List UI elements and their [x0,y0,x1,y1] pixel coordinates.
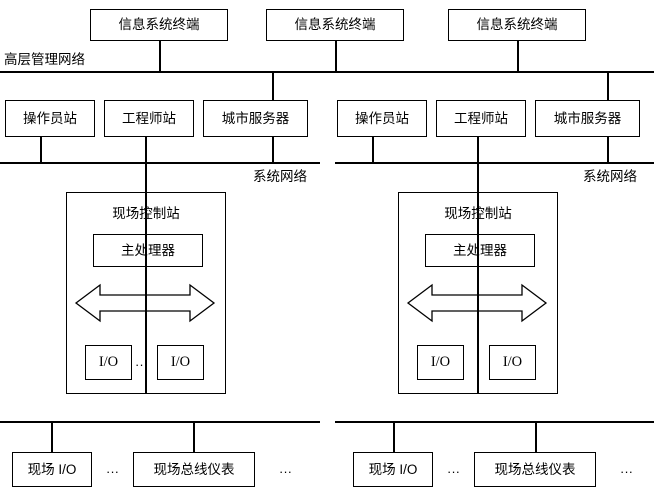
left-field-bus [0,421,320,423]
right-field-io[interactable]: 现场 I/O [353,452,433,487]
left-system-network-bus [0,162,320,164]
left-control-station-uplink [145,162,147,394]
left-fieldbus-instrument-drop-line [193,422,195,452]
right-io-module-2[interactable]: I/O [489,345,536,380]
right-engineer-station-drop-line [477,137,479,163]
terminal-3-drop-line [517,41,519,73]
left-field-io-drop-line [51,422,53,452]
management-network-bus [0,71,654,73]
right-system-network-bus [335,162,654,164]
info-system-terminal-3[interactable]: 信息系统终端 [448,9,586,41]
left-main-processor[interactable]: 主处理器 [93,234,203,267]
left-engineer-station[interactable]: 工程师站 [104,100,194,137]
right-operator-station-drop-line [372,137,374,163]
right-engineer-station[interactable]: 工程师站 [436,100,526,137]
left-io-module-1[interactable]: I/O [85,345,132,380]
terminal-2-drop-line [335,41,337,73]
left-city-server-drop-line [272,137,274,163]
left-operator-station-drop-line [40,137,42,163]
info-system-terminal-2[interactable]: 信息系统终端 [266,9,404,41]
left-system-network-label: 系统网络 [253,169,307,184]
right-control-station-uplink [477,162,479,394]
right-fieldbus-instrument[interactable]: 现场总线仪表 [474,452,596,487]
right-field-bus [335,421,654,423]
right-fieldbus-instrument-drop-line [535,422,537,452]
left-io-module-2[interactable]: I/O [157,345,204,380]
management-network-label: 高层管理网络 [4,52,85,67]
left-field-io[interactable]: 现场 I/O [12,452,92,487]
left-field-ellipsis-2: ··· [279,464,292,479]
right-field-ellipsis-2: ··· [620,464,633,479]
right-field-ellipsis-1: ··· [447,464,460,479]
info-system-terminal-1[interactable]: 信息系统终端 [90,9,228,41]
left-engineer-station-drop-line [145,137,147,163]
right-field-io-drop-line [393,422,395,452]
right-city-server[interactable]: 城市服务器 [535,100,640,137]
right-system-network-label: 系统网络 [583,169,637,184]
left-city-server[interactable]: 城市服务器 [203,100,308,137]
right-main-processor[interactable]: 主处理器 [425,234,535,267]
right-io-module-1[interactable]: I/O [417,345,464,380]
left-field-ellipsis-1: ··· [106,464,119,479]
terminal-1-drop-line [159,41,161,73]
left-operator-station[interactable]: 操作员站 [5,100,95,137]
left-fieldbus-instrument[interactable]: 现场总线仪表 [133,452,255,487]
right-operator-station[interactable]: 操作员站 [337,100,427,137]
left-io-ellipsis: ··· [135,357,148,372]
right-city-server-drop-line [607,137,609,163]
